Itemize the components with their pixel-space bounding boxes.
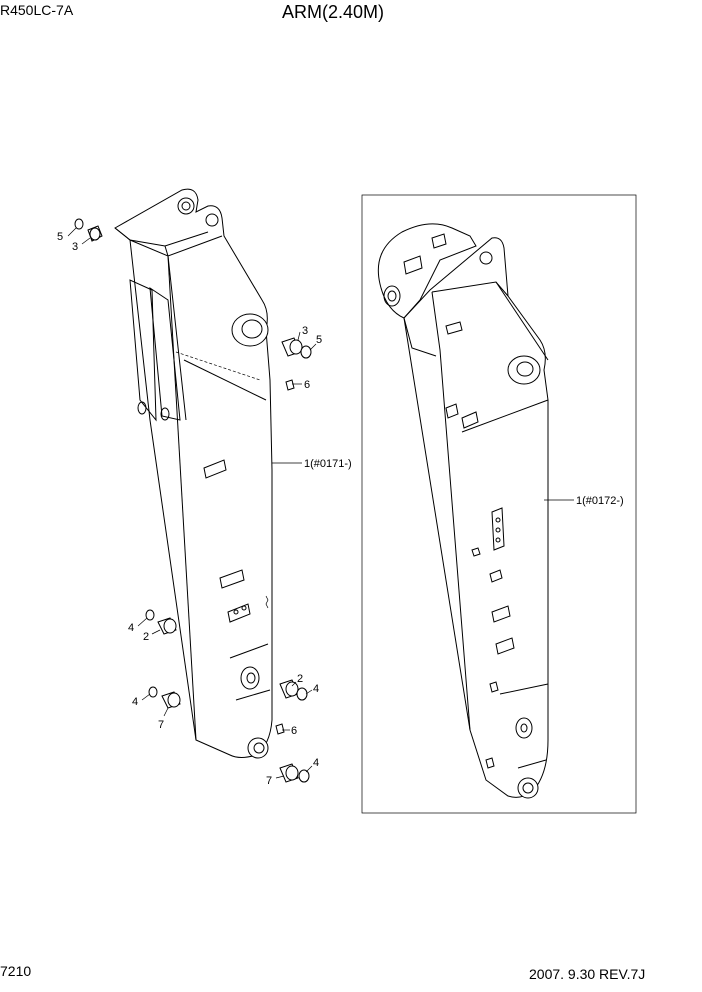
page-title: ARM(2.40M) (282, 2, 385, 22)
grease-fitting-6-upper (285, 379, 295, 391)
seal-ring-5-right (300, 345, 312, 359)
callout-7-lower: 7 (158, 719, 164, 731)
left-leader-lines (67, 227, 317, 779)
left-arm-assembly (114, 188, 273, 759)
left-arm-hardware (74, 218, 312, 783)
callout-left-arm: 1(#0171-) (304, 458, 352, 470)
callout-right-arm: 1(#0172-) (576, 495, 624, 507)
callout-4-lower: 4 (132, 696, 138, 708)
callout-3-right: 3 (302, 325, 308, 337)
right-arm-assembly (377, 223, 549, 799)
callout-2-mid: 2 (143, 631, 149, 643)
callout-5-right: 5 (316, 334, 322, 346)
callout-6-lower: 6 (291, 725, 297, 737)
seal-ring-4-lower (148, 686, 158, 698)
right-arm-frame (361, 194, 637, 814)
seal-ring-5-upper (74, 218, 84, 230)
page-number: 7210 (0, 963, 32, 979)
callout-2-lower-right: 2 (297, 673, 303, 685)
callout-4-lower-right: 4 (313, 683, 319, 695)
revision-date: 2007. 9.30 REV.7J (529, 966, 646, 982)
seal-ring-4-mid (145, 609, 155, 621)
seal-ring-4-lower-right (296, 687, 308, 701)
callout-4-bottom: 4 (313, 757, 319, 769)
callout-5-upper-left: 5 (57, 231, 63, 243)
seal-ring-4-bottom (298, 769, 310, 783)
model-name: R450LC-7A (0, 2, 74, 18)
callout-6-upper: 6 (304, 379, 310, 391)
callout-3-upper-left: 3 (72, 241, 78, 253)
callout-7-bottom: 7 (266, 775, 272, 787)
grease-fitting-6-lower (275, 723, 285, 735)
callout-4-mid: 4 (128, 622, 134, 634)
